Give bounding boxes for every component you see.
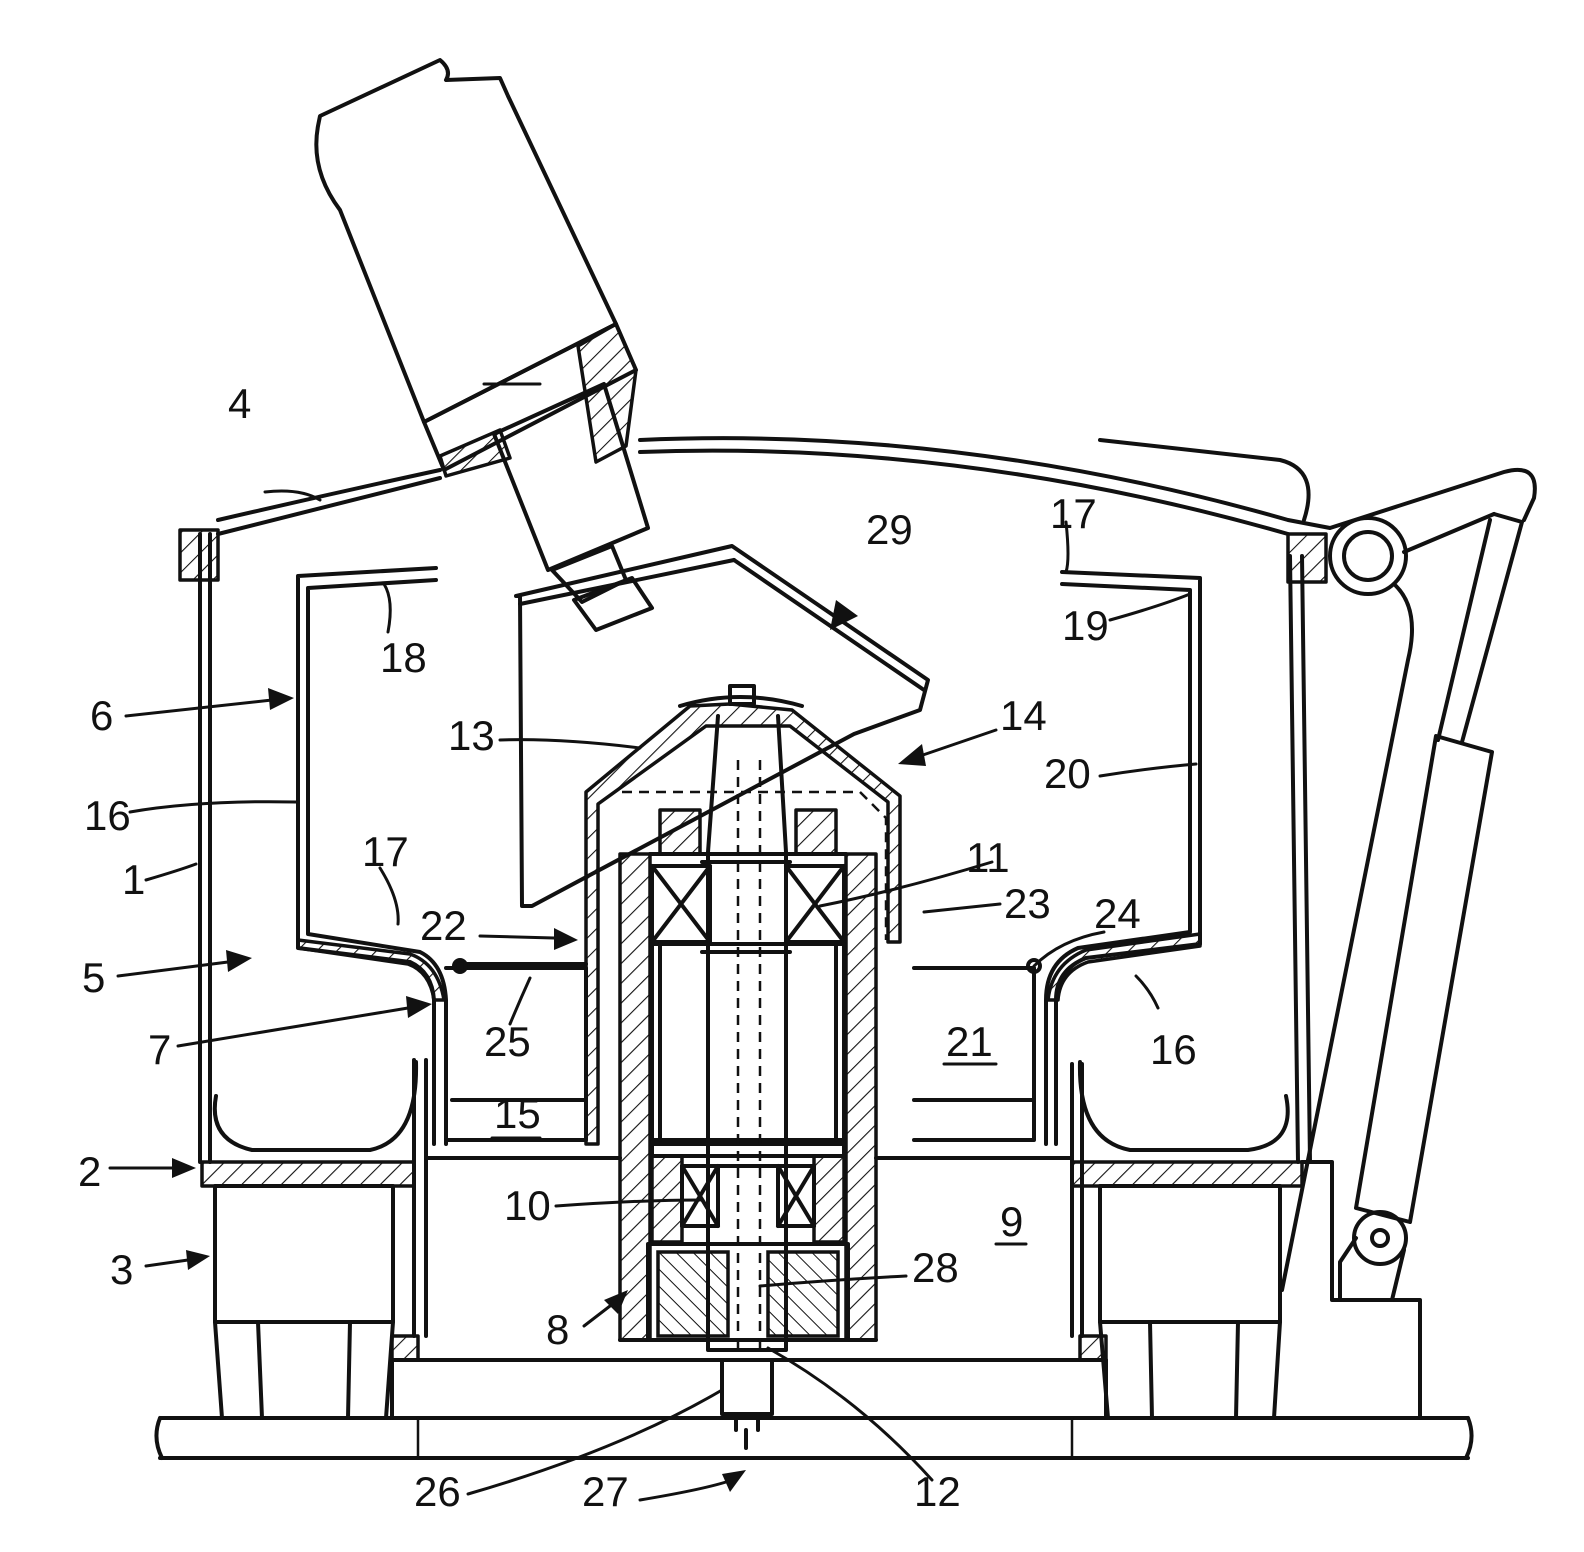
base-plate [156, 1418, 1471, 1458]
label-6: 6 [90, 692, 113, 739]
label-16-right: 16 [1150, 1026, 1197, 1073]
label-17-top: 17 [1050, 490, 1097, 537]
label-29: 29 [866, 506, 913, 553]
label-15: 15 [494, 1090, 541, 1137]
label-27: 27 [582, 1468, 629, 1515]
frame-slab-right [1072, 1162, 1302, 1186]
label-24: 24 [1094, 890, 1141, 937]
upper-bearing [652, 810, 844, 942]
label-18: 18 [380, 634, 427, 681]
lower-bearing [652, 1144, 844, 1242]
label-14: 14 [1000, 692, 1047, 739]
brake [648, 1244, 848, 1340]
label-13: 13 [448, 712, 495, 759]
right-feet [1100, 1186, 1280, 1418]
label-10: 10 [504, 1182, 551, 1229]
drive-motor [652, 944, 844, 1140]
label-23: 23 [1004, 880, 1051, 927]
label-20: 20 [1044, 750, 1091, 797]
label-3: 3 [110, 1246, 133, 1293]
label-5: 5 [82, 954, 105, 1001]
label-16-left: 16 [84, 792, 131, 839]
label-11: 11 [966, 834, 1010, 881]
label-25: 25 [484, 1018, 531, 1065]
label-28: 28 [912, 1244, 959, 1291]
label-2: 2 [78, 1148, 101, 1195]
sensor [722, 1360, 772, 1448]
label-4: 4 [228, 380, 251, 427]
label-22: 22 [420, 902, 467, 949]
label-9: 9 [1000, 1198, 1023, 1245]
label-1: 1 [122, 856, 145, 903]
label-7: 7 [148, 1026, 171, 1073]
label-12: 12 [914, 1468, 961, 1515]
label-21: 21 [946, 1018, 993, 1065]
tilted-motor [316, 60, 652, 630]
left-feet [215, 1186, 393, 1418]
label-19: 19 [1062, 602, 1109, 649]
label-17-left: 17 [362, 828, 409, 875]
label-8: 8 [546, 1306, 569, 1353]
label-26: 26 [414, 1468, 461, 1515]
gas-strut [1340, 514, 1522, 1300]
frame-slab-left [202, 1162, 414, 1186]
